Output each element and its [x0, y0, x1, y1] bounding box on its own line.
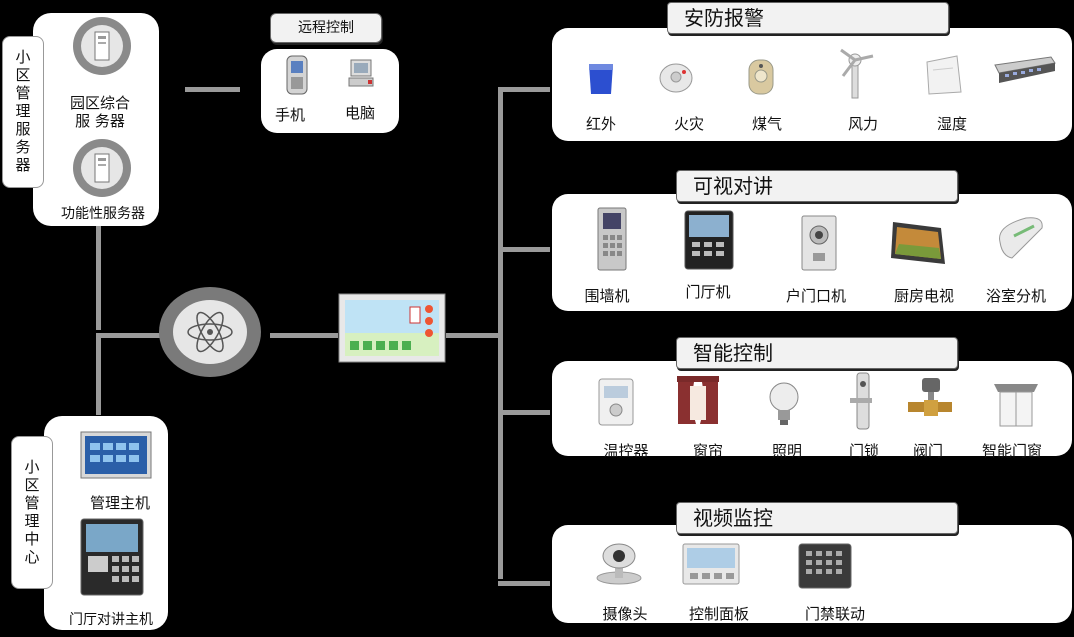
bathroom-extension-icon: [999, 217, 1043, 259]
connector-line: [96, 335, 101, 415]
access-control-icon: [798, 543, 852, 589]
thermostat-label: 温控器: [603, 442, 649, 460]
infrared-label: 红外: [585, 115, 616, 133]
light-bulb-icon: [769, 382, 799, 425]
infrared-sensor-icon: [589, 64, 613, 94]
gas-detector-icon: [748, 59, 774, 95]
humidity-sensor-icon: [926, 55, 962, 95]
lobby-intercom-host-label: 门厅对讲主机: [69, 612, 153, 628]
thermostat-icon: [598, 378, 634, 426]
server-side-label: 小区管理服务器: [2, 36, 44, 188]
mobile-phone-icon: [286, 55, 308, 95]
server-label-line1: 园区综合: [69, 94, 130, 112]
mobile-phone-label: 手机: [274, 106, 305, 124]
video-intercom-title: 可视对讲: [676, 170, 958, 202]
function-server-label: 功能性服务器: [61, 206, 145, 222]
video-surveillance-title: 视频监控: [676, 502, 958, 534]
computer-label: 电脑: [344, 104, 375, 122]
door-lock-label: 门锁: [848, 442, 879, 460]
kitchen-tv-label: 厨房电视: [893, 287, 954, 305]
management-host-label: 管理主机: [89, 494, 150, 512]
remote-title: 远程控制: [270, 13, 382, 43]
wall-unit-label: 围墙机: [584, 287, 630, 305]
management-host-icon: [80, 431, 152, 479]
bathroom-extension-label: 浴室分机: [985, 287, 1046, 305]
door-unit-icon: [801, 215, 837, 271]
kitchen-tv-icon: [891, 222, 945, 264]
access-control-label: 门禁联动: [804, 605, 865, 623]
lighting-label: 照明: [771, 442, 802, 460]
security-alarm-title: 安防报警: [667, 2, 949, 34]
curtain-label: 窗帘: [692, 442, 723, 460]
gas-label: 煤气: [751, 115, 782, 133]
connector-line: [96, 333, 162, 338]
connector-line: [96, 225, 101, 330]
connector-line: [498, 87, 550, 92]
connector-line: [498, 247, 550, 252]
wall-unit-icon: [597, 207, 627, 271]
wind-sensor-icon: [840, 48, 874, 99]
management-center-side-label: 小区管理中心: [11, 436, 53, 589]
server-icon: [73, 139, 131, 197]
curtain-icon: [677, 376, 719, 424]
door-unit-label: 户门口机: [785, 287, 846, 305]
lobby-unit-label: 门厅机: [685, 283, 731, 301]
door-lock-icon: [850, 372, 872, 430]
computer-icon: [348, 59, 374, 87]
connector-line: [185, 87, 240, 92]
camera-icon: [596, 543, 642, 585]
smart-window-label: 智能门窗: [981, 442, 1042, 460]
server-label-line2: 服 务器: [75, 112, 125, 130]
camera-label: 摄像头: [602, 605, 648, 623]
humidity-label: 湿度: [936, 115, 967, 133]
smart-control-panel: [552, 361, 1072, 456]
smart-window-icon: [994, 384, 1038, 427]
lobby-intercom-host-icon: [80, 518, 144, 596]
connector-line: [446, 333, 500, 338]
lobby-unit-icon: [684, 210, 734, 270]
control-panel-label: 控制面板: [688, 605, 749, 623]
server-icon: [73, 17, 131, 75]
fire-label: 火灾: [673, 115, 704, 133]
alarm-controller-icon: [994, 56, 1056, 83]
connector-line: [498, 410, 550, 415]
central-control-panel-icon: [338, 293, 446, 363]
smart-control-title: 智能控制: [676, 337, 958, 369]
connector-line: [498, 581, 550, 586]
control-panel-icon: [682, 543, 740, 585]
smoke-detector-icon: [659, 63, 693, 93]
valve-icon: [908, 378, 952, 416]
network-hub-icon: [159, 287, 261, 377]
remote-panel: [261, 49, 399, 133]
wind-label: 风力: [847, 115, 878, 133]
security-alarm-panel: [552, 28, 1072, 141]
valve-label: 阀门: [912, 442, 943, 460]
connector-line: [270, 333, 338, 338]
connector-line: [498, 87, 503, 579]
